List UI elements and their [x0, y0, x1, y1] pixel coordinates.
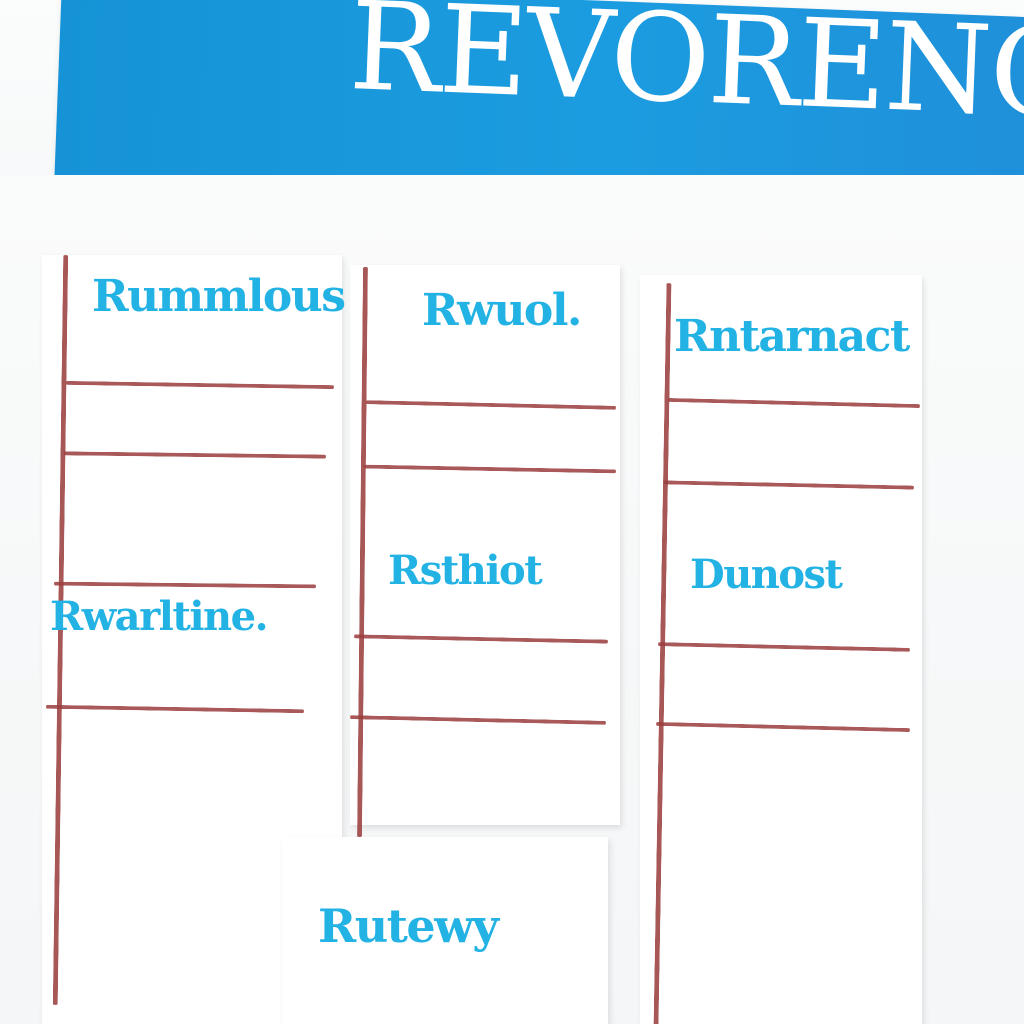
- column-entry-2: Rsthiot: [388, 547, 543, 594]
- column-entry-1: Rwarltine.: [50, 593, 269, 640]
- column-entry-3: Dunost: [690, 551, 843, 598]
- column-header-3: Rntarnact: [674, 311, 910, 362]
- footer-card: [282, 837, 608, 1024]
- column-header-2: Rwuol.: [422, 285, 582, 336]
- footer-card-label: Rutewy: [318, 899, 499, 953]
- sheet-middle: [350, 265, 620, 825]
- banner-title: REVORENCT: [346, 0, 1024, 149]
- sheet-right: [640, 275, 922, 1024]
- whiteboard: Rummlous Rwuol. Rntarnact Rwarltine. Rst…: [0, 175, 1024, 1024]
- column-header-1: Rummlous: [92, 271, 346, 322]
